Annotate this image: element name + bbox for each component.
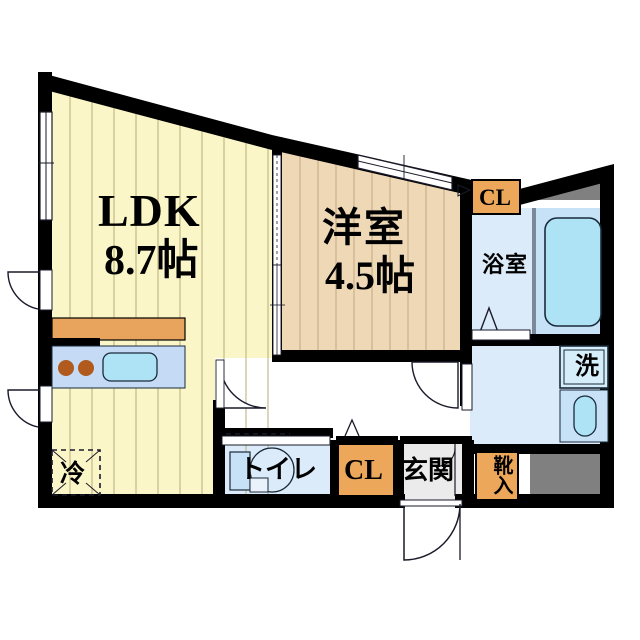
closet-cl-hall: [337, 443, 395, 497]
kitchen-sink: [102, 352, 158, 382]
sliding-door-ldk-yoshitsu[interactable]: [270, 154, 285, 356]
yoshitsu-floor-stripes: [299, 148, 463, 350]
basin-bowl: [573, 395, 597, 437]
bath-door-fold: [479, 306, 499, 333]
wall-cl-top: [336, 436, 398, 444]
bathtub: [544, 217, 602, 327]
door-arc-left-2: [7, 389, 40, 428]
wall-toilet-left: [213, 428, 225, 500]
genkan-door-leaf: [399, 499, 463, 507]
wall-washroom-bottom: [462, 444, 614, 454]
bath-door-gap: [471, 329, 531, 341]
wall-genkan-top: [400, 436, 472, 444]
window-left-upper: [38, 111, 54, 221]
fridge-x-4: [85, 482, 101, 496]
wall-bath-divider: [532, 208, 536, 334]
wall-toilet-top: [213, 428, 333, 438]
stove-burner-2: [78, 360, 94, 376]
wall-top-right: [516, 164, 614, 206]
genkan-floor: [400, 444, 466, 500]
closet-cl-top: [471, 179, 521, 215]
wall-bottom-left: [38, 494, 224, 508]
shoe-box: [475, 451, 519, 501]
wall-cl-right: [394, 440, 404, 500]
toilet-seat-detail: [249, 477, 269, 493]
yoshitsu-floor: [282, 143, 470, 350]
kitchen-cabinet-shadow: [52, 338, 100, 346]
fridge-x-3: [51, 482, 67, 496]
stove-burner-1: [58, 360, 74, 376]
gray-block-bottom: [530, 452, 610, 500]
window-yoshitsu-top: [357, 154, 453, 191]
door-arc-hall-washroom: [411, 361, 459, 409]
fridge-x-1: [51, 449, 67, 463]
fridge-space: [51, 449, 101, 496]
wall-hall-left-stub: [213, 400, 225, 440]
wall-yoshitsu-bottom: [272, 350, 472, 362]
washer-box-inner: [563, 349, 605, 385]
closet-hall-door-fold: [344, 418, 360, 437]
wall-top-ldk: [38, 72, 272, 150]
toilet-sliding-door[interactable]: [221, 433, 331, 446]
wall-genkan-right: [462, 440, 474, 500]
genkan-inner-door-arc: [439, 447, 456, 467]
door-leaf-hall-ldk: [215, 359, 225, 409]
corner-mark-yoshitsu: [457, 184, 472, 197]
wall-bath-left: [460, 196, 472, 346]
fridge-x-2: [85, 449, 101, 463]
toilet-tank: [229, 451, 251, 491]
wall-bottom-mid: [215, 494, 405, 508]
kitchen-upper-cabinet: [51, 317, 186, 341]
door-gap-left-2: [39, 385, 53, 423]
washroom-door-gap: [461, 363, 473, 411]
genkan-door-arc: [403, 503, 461, 561]
door-gap-left-1: [39, 269, 53, 311]
door-arc-left-1: [7, 271, 40, 310]
